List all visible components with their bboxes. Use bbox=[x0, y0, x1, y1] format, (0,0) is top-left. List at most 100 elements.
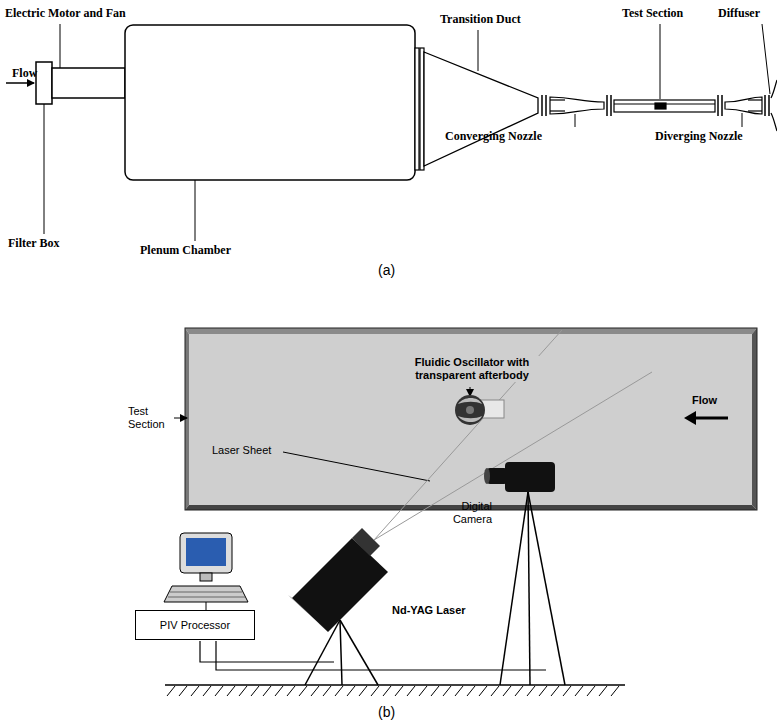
digital-camera bbox=[484, 468, 490, 484]
part-label: Laser Sheet bbox=[212, 444, 271, 457]
ground-hatch bbox=[227, 686, 235, 696]
filter-box bbox=[36, 62, 52, 104]
panel-caption: (b) bbox=[378, 704, 395, 721]
ground-hatch bbox=[359, 686, 367, 696]
ground-hatch bbox=[263, 686, 271, 696]
leader-line bbox=[60, 24, 61, 68]
part-label: Converging Nozzle bbox=[445, 129, 542, 143]
test-section-panel bbox=[185, 328, 189, 510]
ground-hatch bbox=[383, 686, 391, 696]
ground-hatch bbox=[311, 686, 319, 696]
ground-hatch bbox=[323, 686, 331, 696]
diverging-nozzle bbox=[725, 97, 762, 114]
leader-line bbox=[44, 104, 45, 234]
leader-line bbox=[742, 113, 743, 127]
ground bbox=[165, 684, 625, 686]
diffuser bbox=[771, 80, 777, 98]
fluidic-oscillator bbox=[458, 416, 482, 422]
leader-line bbox=[478, 30, 479, 71]
ground-hatch bbox=[191, 686, 199, 696]
joint-ticks bbox=[610, 95, 612, 116]
flow-arrow bbox=[684, 411, 728, 425]
flange bbox=[415, 48, 419, 170]
test-section-panel bbox=[185, 328, 757, 334]
ground-hatch bbox=[587, 686, 595, 696]
part-label: Plenum Chamber bbox=[140, 243, 231, 257]
ground-hatch bbox=[407, 686, 415, 696]
test-section-duct bbox=[614, 100, 715, 112]
ground-hatch bbox=[335, 686, 343, 696]
part-label: Digital Camera bbox=[448, 500, 492, 526]
flow-arrow bbox=[6, 82, 34, 84]
camera-tripod bbox=[528, 492, 530, 685]
camera-tripod bbox=[528, 492, 565, 685]
part-label: Test Section bbox=[128, 405, 172, 431]
transition-duct bbox=[424, 52, 538, 166]
ground-hatch bbox=[431, 686, 439, 696]
ground-hatch bbox=[503, 686, 511, 696]
cable bbox=[200, 641, 546, 670]
part-label: Diffuser bbox=[718, 6, 760, 20]
filter-box bbox=[36, 62, 52, 104]
ground-hatch bbox=[251, 686, 259, 696]
ground-hatch bbox=[539, 686, 547, 696]
joint-ticks bbox=[768, 95, 770, 116]
joint-ticks bbox=[545, 95, 547, 116]
plenum-chamber bbox=[125, 25, 415, 180]
laser-sheet bbox=[374, 372, 652, 540]
diverging-nozzle bbox=[748, 110, 762, 111]
ground-hatch bbox=[455, 686, 463, 696]
computer bbox=[186, 538, 226, 566]
joint-ticks bbox=[542, 95, 769, 116]
computer bbox=[206, 602, 207, 610]
fluidic-oscillator bbox=[455, 395, 485, 425]
converging-nozzle bbox=[550, 97, 604, 114]
part-label: Nd-YAG Laser bbox=[392, 604, 466, 617]
fluidic-oscillator bbox=[458, 398, 482, 404]
ground-hatch bbox=[491, 686, 499, 696]
cable bbox=[216, 641, 546, 670]
ground-hatch bbox=[167, 686, 175, 696]
leader-line bbox=[660, 24, 661, 99]
camera-tripod bbox=[500, 492, 565, 685]
leader-arrow bbox=[470, 387, 471, 396]
ground-hatch bbox=[299, 686, 307, 696]
joint-ticks bbox=[717, 95, 719, 116]
nd-yag-laser bbox=[352, 528, 380, 556]
camera-tripod bbox=[500, 492, 528, 685]
ground-hatch bbox=[515, 686, 523, 696]
test-section-panel bbox=[189, 334, 752, 505]
box-text: PIV Processor bbox=[160, 619, 230, 631]
leader-line bbox=[44, 24, 770, 241]
flow-arrow bbox=[692, 417, 728, 420]
diverging-nozzle bbox=[748, 99, 762, 100]
flow-label: Flow bbox=[12, 66, 37, 80]
joint-ticks bbox=[721, 95, 723, 116]
diffuser bbox=[771, 80, 777, 131]
ground-hatch bbox=[467, 686, 475, 696]
ground-hatch bbox=[527, 686, 535, 696]
ground-hatch bbox=[371, 686, 379, 696]
fluidic-oscillator bbox=[455, 395, 504, 425]
test-section-panel bbox=[752, 328, 757, 510]
panel-caption: (a) bbox=[378, 262, 395, 279]
converging-nozzle bbox=[550, 97, 604, 114]
part-label: Test Section bbox=[622, 6, 683, 20]
computer bbox=[200, 573, 212, 581]
part-label: Filter Box bbox=[8, 236, 59, 250]
cable bbox=[200, 641, 334, 662]
ground-hatch bbox=[563, 686, 571, 696]
diffuser bbox=[771, 113, 777, 131]
digital-camera bbox=[484, 462, 555, 492]
ground-hatch bbox=[443, 686, 451, 696]
processor-box: PIV Processor bbox=[135, 610, 255, 640]
test-section-panel bbox=[185, 328, 757, 510]
part-label: Fluidic Oscillator with transparent afte… bbox=[395, 356, 549, 382]
flow-arrow bbox=[684, 411, 696, 425]
part-label: Electric Motor and Fan bbox=[5, 6, 126, 20]
computer bbox=[164, 533, 248, 610]
motor-fan bbox=[52, 68, 125, 98]
converging-nozzle bbox=[550, 110, 565, 111]
laser-tripod bbox=[340, 620, 378, 685]
